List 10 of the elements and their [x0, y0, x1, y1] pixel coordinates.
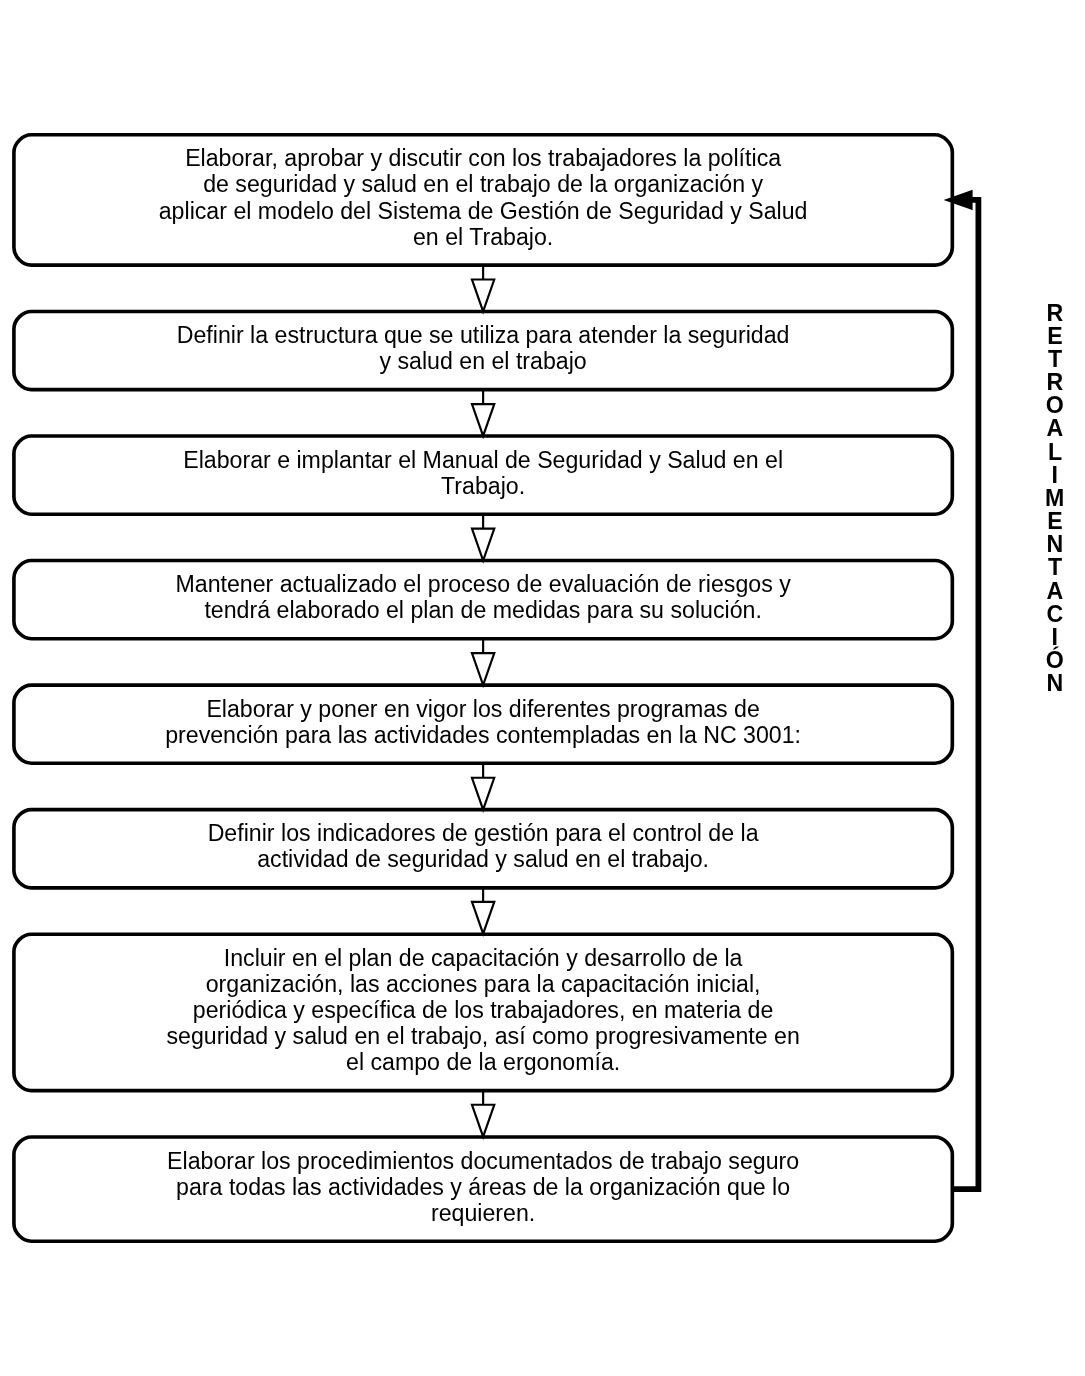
- node-box: Definir los indicadores de gestión para el control de la actividad de seguridad y salud en el trabajo.: [12, 807, 955, 890]
- node-box: Elaborar los procedimientos documentados de trabajo seguro para todas las actividades y áreas de la organización que lo requieren.: [12, 1135, 955, 1243]
- edge-label: RETROALIMENTACIÓN: [1045, 299, 1065, 697]
- node-box: Elaborar, aprobar y discutir con los trabajadores la política de seguridad y salud en el trabajo de la organización y aplicar el modelo del Sistema de Gestión de Seguridad y Salud en el Trabajo.: [12, 133, 955, 267]
- arrow: [943, 189, 982, 1192]
- node-box: Definir la estructura que se utiliza para atender la seguridad y salud en el trabajo: [12, 309, 955, 392]
- node-box: Mantener actualizado el proceso de evaluación de riesgos y tendrá elaborado el plan de medidas para su solución.: [12, 558, 955, 641]
- node-box: Elaborar e implantar el Manual de Seguridad y Salud en el Trabajo.: [12, 434, 955, 517]
- node-box: Incluir en el plan de capacitación y desarrollo de la organización, las acciones para la capacitación inicial, periódica y específica de los trabajadores, en materia de seguridad y salud en el trabajo, así como progresivamente en el campo de la ergonomía.: [12, 932, 955, 1093]
- node-box: Elaborar y poner en vigor los diferentes programas de prevención para las actividades contempladas en la NC 3001:: [12, 683, 955, 766]
